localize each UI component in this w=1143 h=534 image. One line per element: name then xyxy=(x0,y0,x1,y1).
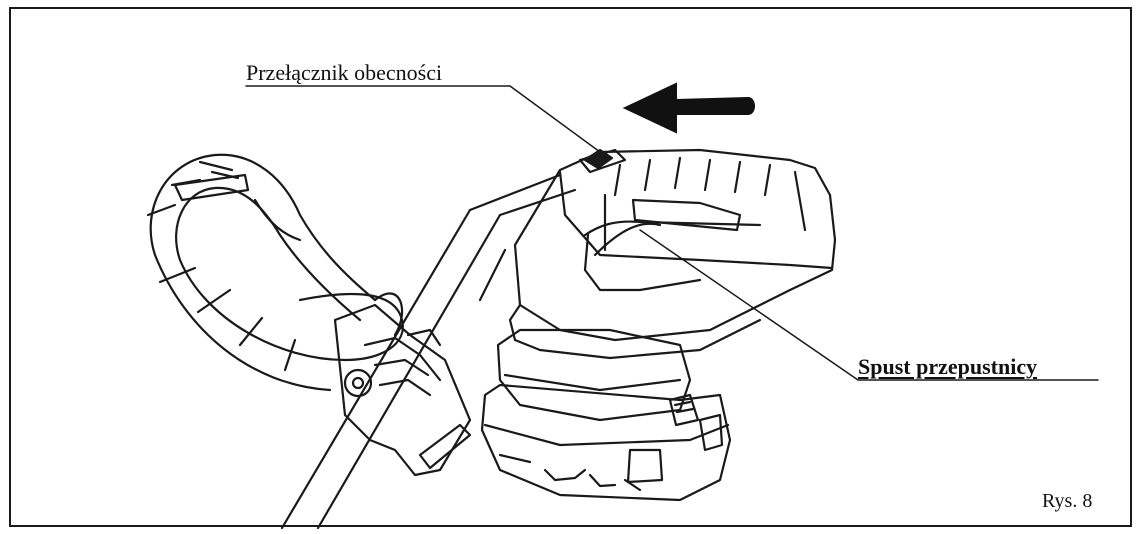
main-body xyxy=(478,148,837,360)
leader-presence xyxy=(245,85,601,153)
arrow-left-icon xyxy=(622,82,755,134)
battery-pack xyxy=(480,328,732,502)
handle-clamp xyxy=(333,303,472,477)
figure-frame xyxy=(9,7,1132,527)
presence-switch-part xyxy=(583,148,614,170)
leader-trigger xyxy=(639,229,1099,381)
leader-lines xyxy=(245,85,1099,381)
throttle-trigger-label: Spust przepustnicy xyxy=(858,354,1038,379)
presence-switch-label: Przełącznik obecności xyxy=(246,60,443,85)
figure-number: Rys. 8 xyxy=(1042,490,1093,512)
loop-handle xyxy=(146,153,404,392)
shaft xyxy=(280,173,577,530)
